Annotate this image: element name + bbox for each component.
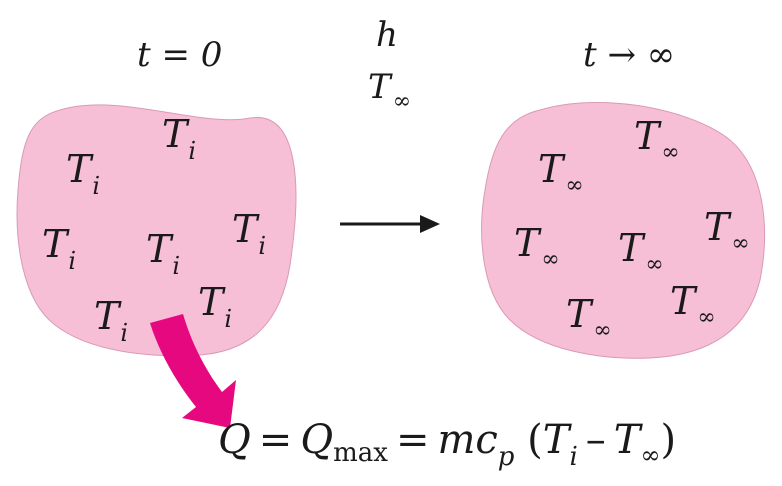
- final-temp-label: T∞: [566, 292, 612, 343]
- final-temp-label: T∞: [634, 114, 680, 165]
- eq-close-paren: ): [660, 417, 677, 463]
- heat-release-arrow: [150, 314, 236, 428]
- eq-minus: –: [585, 417, 606, 463]
- final-temp-label: T∞: [538, 147, 584, 198]
- eq-open-paren: (: [527, 417, 543, 463]
- final-temp-label: T∞: [618, 226, 664, 277]
- eq-Q: Q: [218, 417, 251, 463]
- initial-temp-label: Ti: [232, 207, 267, 260]
- eq-equals-1: =: [258, 417, 293, 463]
- eq-equals-2: =: [395, 417, 430, 463]
- final-temp-label: T∞: [704, 205, 750, 256]
- initial-body-blob: [16, 104, 297, 357]
- heat-transfer-equation: Q=Qmax=mcp (Ti–T∞): [218, 417, 677, 470]
- initial-temp-label: Ti: [146, 227, 181, 280]
- initial-temp-label: Ti: [198, 280, 233, 333]
- ambient-temperature-label: T∞: [368, 67, 412, 114]
- eq-Qmax-sub: max: [333, 438, 388, 468]
- final-temp-label: T∞: [670, 279, 716, 330]
- final-temp-label: T∞: [514, 221, 560, 272]
- initial-temp-label: Ti: [162, 112, 197, 165]
- eq-Tinf: T: [613, 417, 641, 463]
- final-body-blob: [481, 102, 766, 359]
- eq-mcp-sub: p: [497, 442, 515, 472]
- initial-temp-label: Ti: [94, 294, 129, 347]
- time-final-label: t → ∞: [583, 35, 676, 75]
- eq-Qmax: Q: [300, 417, 334, 463]
- eq-mc: mc: [437, 417, 498, 463]
- convection-coefficient-label: h: [376, 15, 398, 55]
- initial-temp-label: Ti: [66, 147, 101, 200]
- eq-Ti: T: [542, 417, 570, 463]
- transition-arrow: [340, 215, 440, 233]
- initial-temp-label: Ti: [42, 222, 77, 275]
- eq-Tinf-sub: ∞: [640, 441, 661, 469]
- time-initial-label: t = 0: [137, 35, 223, 75]
- eq-Ti-sub: i: [569, 442, 578, 472]
